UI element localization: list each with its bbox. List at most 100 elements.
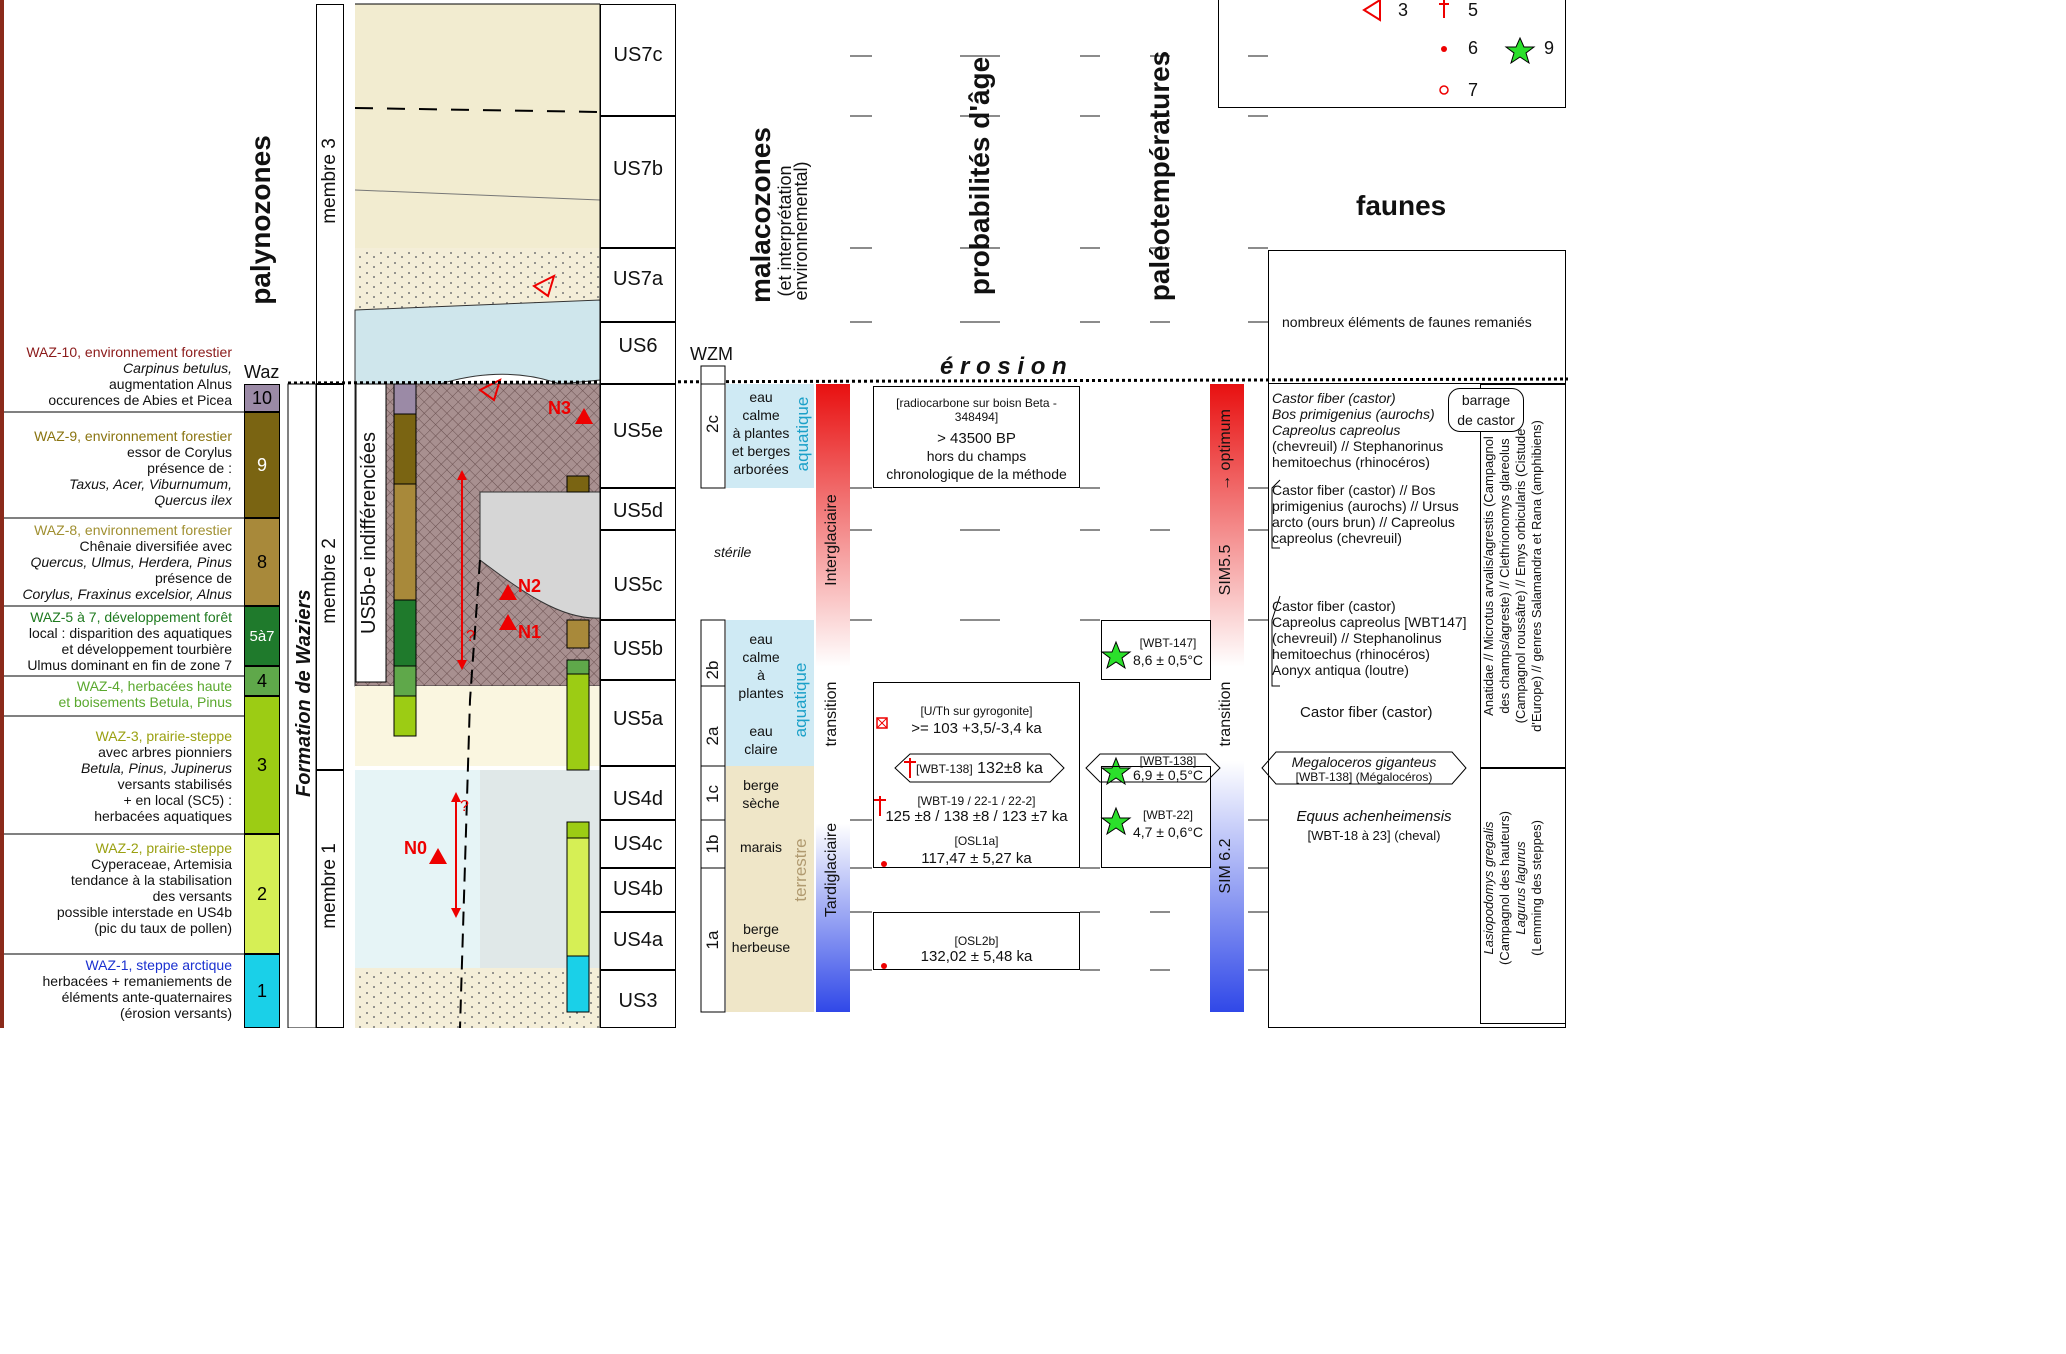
waz-code-label: 8 bbox=[257, 552, 267, 573]
core-bar bbox=[567, 956, 589, 1012]
malaco-line: plantes bbox=[728, 684, 794, 702]
fauna-line: arcto (ours brun) // Capreolus bbox=[1272, 514, 1482, 530]
fauna-us5b: Castor fiber (castor) Capreolus capreolu… bbox=[1272, 598, 1482, 678]
age-uth-title: [U/Th sur gyrogonite] bbox=[873, 704, 1080, 718]
age-radio-value: > 43500 BP bbox=[873, 430, 1080, 447]
paleo-wbt22-value: 4,7 ± 0,6°C bbox=[1126, 824, 1210, 840]
mark-question: ? bbox=[460, 798, 469, 816]
sim-optimum-label: → optimum bbox=[1217, 395, 1237, 505]
fauna-line: primigenius (aurochs) // Ursus bbox=[1272, 498, 1482, 514]
core-bar bbox=[394, 696, 416, 736]
us-label: US7c bbox=[600, 44, 676, 67]
fauna-species: hemitoechus (rhinocéros) bbox=[1272, 454, 1430, 470]
core-bar bbox=[394, 484, 416, 600]
fauna-side-line: Lasiopodomys gregalis bbox=[1481, 803, 1497, 973]
paleo-wbt147-value: 8,6 ± 0,5°C bbox=[1126, 652, 1210, 668]
climate-tardiglaciaire: Tardiglaciaire bbox=[823, 810, 843, 930]
core-bar bbox=[394, 384, 416, 414]
waz-code-cell: 2 bbox=[244, 834, 280, 954]
malaco-line: eau bbox=[728, 388, 794, 406]
fauna-line: Aonyx antiqua (loutre) bbox=[1272, 662, 1482, 678]
paleo-wbt22-tag: [WBT-22] bbox=[1126, 808, 1210, 822]
malaco-line: arborées bbox=[728, 460, 794, 478]
malaco-line: eau bbox=[728, 630, 794, 648]
us-label: US5c bbox=[600, 574, 676, 597]
us-label: US6 bbox=[600, 335, 676, 358]
layer-us6 bbox=[355, 300, 600, 386]
malaco-2b-text: eau calme à plantes bbox=[728, 630, 794, 702]
malaco-line: calme bbox=[728, 648, 794, 666]
age-radio-note: chronologique de la méthode bbox=[873, 466, 1080, 482]
us-label: US4d bbox=[600, 788, 676, 811]
waz-code-label: 2 bbox=[257, 884, 267, 905]
fauna-equus: Equus achenheimensis bbox=[1276, 808, 1472, 825]
legend-num-5: 5 bbox=[1468, 0, 1478, 21]
us-label: US7a bbox=[600, 268, 676, 291]
waz-code-cell: 4 bbox=[244, 666, 280, 696]
mark-n1: N1 bbox=[518, 622, 541, 643]
sim-55-label: SIM5.5 bbox=[1217, 530, 1237, 610]
mark-n2: N2 bbox=[518, 576, 541, 597]
us-label: US5e bbox=[600, 420, 676, 443]
malaco-line: marais bbox=[728, 838, 794, 856]
core-bar bbox=[567, 476, 589, 492]
age-osl1a-tag: [OSL1a] bbox=[873, 834, 1080, 848]
waz-code-cell: 1 bbox=[244, 954, 280, 1028]
malaco-line: eau bbox=[728, 722, 794, 740]
malaco-1c-text: berge sèche bbox=[728, 776, 794, 812]
age-wbt19-value: 125 ±8 / 138 ±8 / 123 ±7 ka bbox=[873, 808, 1080, 825]
us-label: US5b bbox=[600, 638, 676, 661]
probabilites-header: probabilités d'âge bbox=[964, 26, 996, 326]
malaco-code: 1c bbox=[703, 779, 723, 809]
malacozones-header: malacozones bbox=[745, 115, 775, 315]
malaco-env-aquatic: aquatique bbox=[791, 655, 811, 745]
malaco-line: calme bbox=[728, 406, 794, 424]
fauna-species: Castor fiber (castor) bbox=[1272, 390, 1396, 406]
malacozones-sub: environnemental) bbox=[791, 151, 813, 311]
waz-code-cell: 3 bbox=[244, 696, 280, 834]
malaco-2a-text: eau claire bbox=[728, 722, 794, 758]
core-bar bbox=[394, 666, 416, 696]
malaco-env-aquatic: aquatique bbox=[793, 389, 813, 479]
us-label: US4a bbox=[600, 929, 676, 952]
stratigraphic-chart: palynozones Waz WAZ-10, environnement fo… bbox=[0, 0, 1568, 1028]
us-label: US5d bbox=[600, 500, 676, 523]
fauna-side-line: (Campagnol des hauteurs) bbox=[1497, 803, 1513, 973]
malaco-line: berge bbox=[728, 920, 794, 938]
paleo-wbt147-tag: [WBT-147] bbox=[1126, 636, 1210, 650]
malaco-code: 2a bbox=[703, 721, 723, 751]
us-label: US4c bbox=[600, 833, 676, 856]
core-bar bbox=[394, 600, 416, 666]
paleo-wbt138-tag: [WBT-138] bbox=[1126, 754, 1210, 768]
mark-n0: N0 bbox=[404, 838, 427, 859]
core-bar bbox=[394, 414, 416, 484]
layer-us7c bbox=[355, 4, 600, 248]
layer-us7a bbox=[355, 248, 600, 310]
malaco-1a-text: berge herbeuse bbox=[728, 920, 794, 956]
fauna-side-line: des champs/agreste) // Clethrionomys gla… bbox=[1497, 386, 1513, 766]
fauna-side-line: d'Europe) // genres Salamandra et Rana (… bbox=[1529, 386, 1545, 766]
sim-transition-label: transition bbox=[1217, 664, 1237, 764]
malaco-line: sèche bbox=[728, 794, 794, 812]
fauna-equus-tag: [WBT-18 à 23] (cheval) bbox=[1276, 828, 1472, 843]
malaco-code: 2c bbox=[703, 409, 723, 439]
legend-num-7: 7 bbox=[1468, 80, 1478, 101]
malaco-line: à bbox=[728, 666, 794, 684]
age-wbt19-tag: [WBT-19 / 22-1 / 22-2] bbox=[873, 794, 1080, 808]
wzm-label: WZM bbox=[690, 344, 733, 365]
erosion-label: é r o s i o n bbox=[940, 353, 1067, 381]
climate-transition: transition bbox=[823, 664, 843, 764]
fauna-mega-tag: [WBT-138] (Mégalocéros) bbox=[1276, 770, 1452, 784]
fauna-side-line: Anatidae // Microtus arvalis/agrestis (C… bbox=[1481, 386, 1497, 766]
fauna-line: (chevreuil) // Stephanorinus bbox=[1272, 438, 1482, 454]
fauna-line: capreolus (chevreuil) bbox=[1272, 530, 1482, 546]
fauna-species: Capreolus capreolus bbox=[1272, 422, 1400, 438]
malaco-line: et berges bbox=[728, 442, 794, 460]
core-bar bbox=[567, 660, 589, 674]
core-bar bbox=[567, 620, 589, 648]
fauna-species: Bos primigenius (aurochs) bbox=[1272, 406, 1435, 422]
malaco-code: 2b bbox=[703, 655, 723, 685]
fauna-line: (chevreuil) // Stephanolinus bbox=[1272, 630, 1482, 646]
fauna-species: (chevreuil) // Stephanorinus bbox=[1272, 438, 1443, 454]
legend-num-9: 9 bbox=[1544, 38, 1554, 59]
